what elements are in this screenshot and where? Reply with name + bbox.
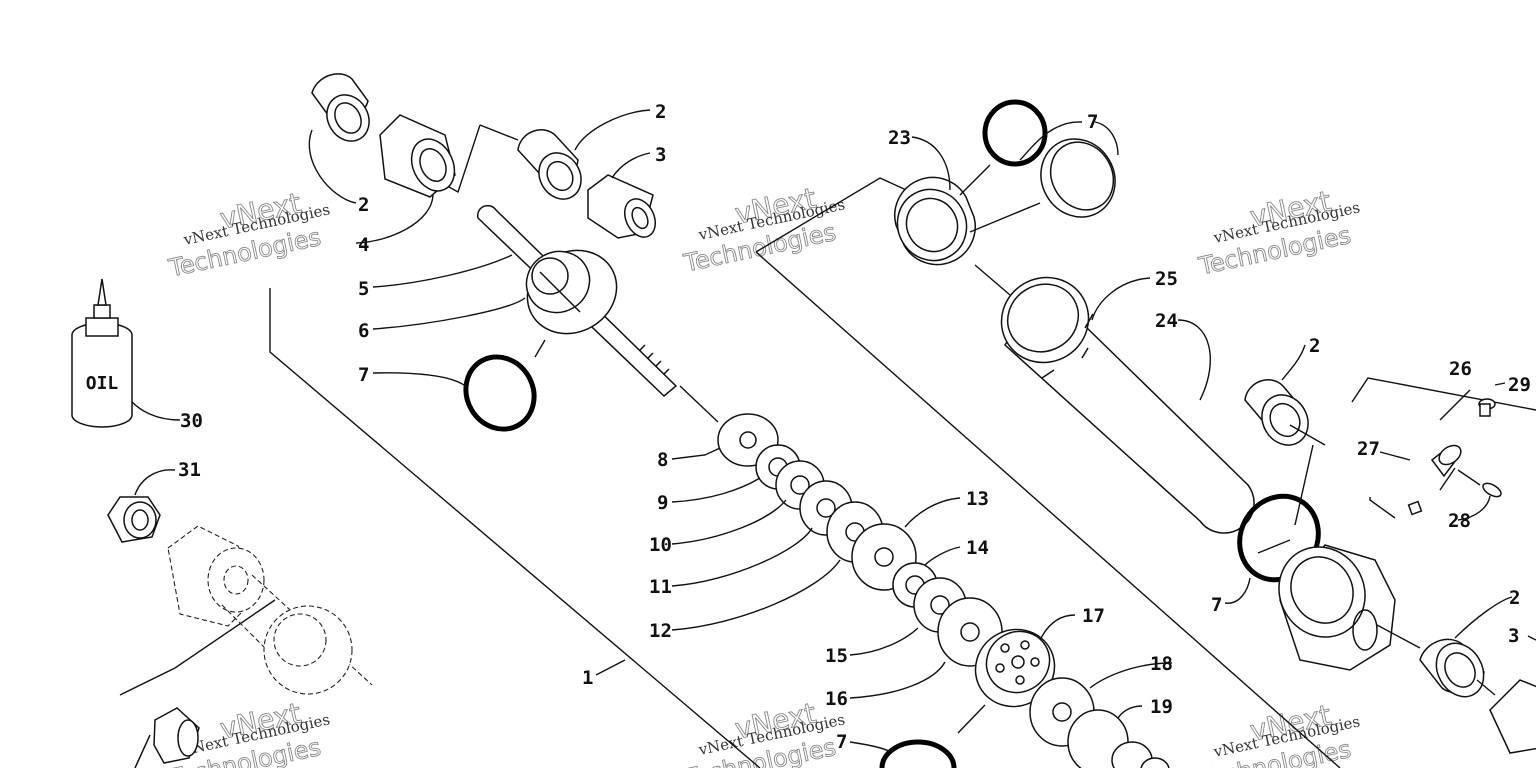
callout-31: 31 [178, 459, 201, 481]
callout-5: 5 [358, 278, 369, 300]
bushing-part-2-right [1244, 379, 1309, 446]
end-cap-housing [1278, 544, 1396, 671]
ring-part-7-split [1040, 138, 1116, 218]
callout-19: 19 [1150, 696, 1173, 718]
callout-2: 2 [1309, 335, 1320, 357]
oil-label: OIL [86, 373, 119, 394]
callout-28: 28 [1448, 510, 1471, 532]
leader-lines [131, 109, 1536, 753]
callout-2: 2 [1509, 587, 1520, 609]
callout-13: 13 [966, 488, 989, 510]
spacer-part-bottom-left [134, 707, 200, 768]
callout-29: 29 [1508, 374, 1531, 396]
watermark: vNext vNext Technologies Technologies [165, 186, 331, 283]
callout-10: 10 [649, 534, 672, 556]
nut-part-31 [107, 496, 161, 543]
callout-14: 14 [966, 537, 989, 559]
reservoir-cap-part-23 [894, 176, 976, 266]
piston-part-6 [525, 249, 618, 335]
watermark: vNext vNext Technologies Technologies [1195, 698, 1361, 768]
callout-7: 7 [358, 364, 369, 386]
callout-4: 4 [358, 234, 369, 256]
spacer-part-3 [587, 174, 656, 239]
valve-piston-part-17 [974, 628, 1056, 708]
oil-bottle-part-30: OIL [71, 278, 133, 428]
callout-25: 25 [1155, 268, 1178, 290]
o-ring-part-7-left [463, 354, 537, 432]
callout-27: 27 [1357, 438, 1380, 460]
watermark: vNext vNext Technologies Technologies [680, 181, 846, 278]
bracket-line-body [755, 251, 1341, 768]
callout-8: 8 [657, 449, 668, 471]
o-ring-part-7-top [982, 99, 1048, 167]
callout-7: 7 [1087, 111, 1098, 133]
bracket-line-27 [1369, 497, 1396, 519]
callout-3: 3 [1508, 625, 1519, 647]
callout-1: 1 [582, 667, 593, 689]
bushing-part-2-top [517, 129, 582, 200]
reservoir-body-part-24 [1000, 276, 1255, 534]
bushing-part-2-left [311, 73, 370, 142]
callout-11: 11 [649, 576, 672, 598]
bracket-line-26 [1351, 377, 1536, 411]
callout-23: 23 [888, 127, 911, 149]
bushing-part-2-bottom-right [1419, 638, 1485, 698]
bracket-line-left [119, 599, 276, 696]
callout-12: 12 [649, 620, 672, 642]
callout-26: 26 [1449, 358, 1472, 380]
callout-7: 7 [836, 731, 847, 753]
o-ring-part-7-bottom [879, 739, 957, 768]
callout-24: 24 [1155, 310, 1178, 332]
callout-16: 16 [825, 688, 848, 710]
callout-17: 17 [1082, 605, 1105, 627]
bracket-line-top2 [479, 124, 519, 141]
callout-2: 2 [358, 194, 369, 216]
bracket-line-1 [269, 288, 761, 768]
spring-assembly-dashed [167, 525, 373, 696]
callout-7: 7 [1211, 594, 1222, 616]
callout-3: 3 [655, 144, 666, 166]
callout-18: 18 [1150, 653, 1173, 675]
callout-15: 15 [825, 645, 848, 667]
sleeve-part-4 [379, 114, 456, 198]
screw-part-29 [1478, 398, 1496, 417]
callout-2: 2 [655, 101, 666, 123]
callout-numbers: 2 2 3 4 5 6 7 8 9 10 11 12 13 14 15 16 1… [178, 101, 1531, 753]
seal-part-28 [1482, 482, 1502, 498]
valve-stack [717, 413, 1170, 768]
callout-30: 30 [180, 410, 203, 432]
valve-core-part-27 [1407, 444, 1462, 516]
spacer-part-3-right [1489, 679, 1536, 754]
callout-6: 6 [358, 320, 369, 342]
watermark: vNext vNext Technologies Technologies [1195, 184, 1361, 281]
callout-9: 9 [657, 492, 668, 514]
watermark: vNext vNext Technologies Technologies [165, 696, 331, 768]
